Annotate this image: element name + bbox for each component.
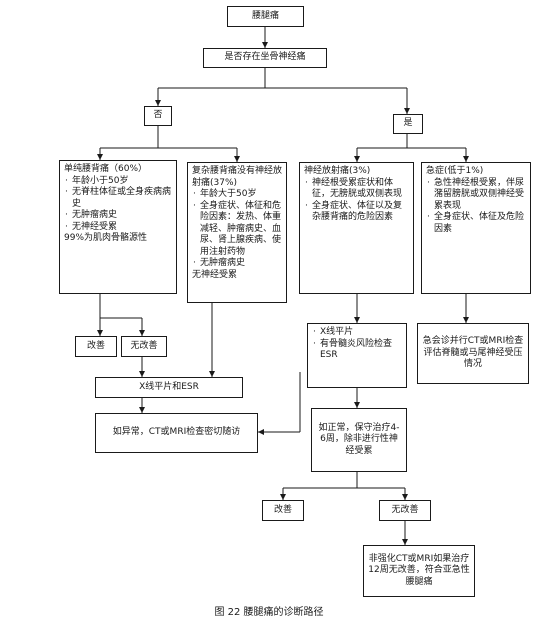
- node-simple-item: 无肿瘤病史: [64, 210, 172, 222]
- arrowhead: [463, 156, 469, 162]
- node-complex-list: 年龄大于50岁 全身症状、体征和危险因素：发热、体重减轻、肿瘤病史、血尿、肾上腺…: [192, 189, 282, 270]
- node-xray-mid-list: X线平片 有骨髓炎风险检查ESR: [312, 327, 402, 362]
- arrowhead: [139, 371, 145, 377]
- node-no: 否: [144, 106, 172, 126]
- arrowhead: [354, 317, 360, 323]
- node-yes-label: 是: [403, 118, 413, 129]
- arrowhead: [402, 494, 408, 500]
- node-complex-back-pain: 复杂腰背痛没有神经放射痛(37%) 年龄大于50岁 全身症状、体征和危险因素：发…: [187, 162, 287, 303]
- node-final-ct-mri: 非强化CT或MRI如果治疗12周无改善，符合亚急性腰腿痛: [363, 545, 475, 597]
- node-radicular-pain: 神经放射痛(3%) 神经根受累症状和体征，无膀胱或双侧表现 全身症状、体征以及复…: [299, 162, 414, 294]
- node-emergency-list: 急性神经根受累，伴尿潴留膀胱或双侧神经受累表现 全身症状、体征及危险因素: [426, 178, 526, 236]
- node-xray-mid-item: 有骨髓炎风险检查ESR: [312, 339, 402, 362]
- arrowhead: [139, 407, 145, 413]
- node-yes: 是: [393, 114, 423, 134]
- node-root: 腰腿痛: [227, 6, 304, 27]
- node-no-improve-left-label: 无改善: [130, 340, 158, 351]
- node-sciatica-question-label: 是否存在坐骨神经痛: [224, 52, 306, 63]
- node-simple-item: 无神经受累: [64, 222, 172, 234]
- node-radicular-list: 神经根受累症状和体征，无膀胱或双侧表现 全身症状、体征以及复杂腰背痛的危险因素: [304, 178, 409, 224]
- arrowhead: [262, 42, 268, 48]
- node-complex-item: 无肿瘤病史: [192, 258, 282, 270]
- arrowhead: [209, 371, 215, 377]
- node-radicular-title: 神经放射痛(3%): [304, 166, 371, 176]
- node-no-improve-right-label: 无改善: [391, 504, 419, 515]
- arrowhead: [402, 539, 408, 545]
- node-root-label: 腰腿痛: [251, 10, 279, 21]
- node-final-label: 非强化CT或MRI如果治疗12周无改善，符合亚急性腰腿痛: [368, 553, 470, 587]
- arrowhead: [463, 317, 469, 323]
- node-xray-mid-item: X线平片: [312, 327, 402, 339]
- node-emergency-title: 急症(低于1%): [426, 166, 484, 176]
- node-simple-list: 年龄小于50岁 无脊柱体征或全身疾病病史 无肿瘤病史 无神经受累: [64, 176, 172, 234]
- node-no-improve-left: 无改善: [121, 336, 167, 357]
- arrowhead: [97, 330, 103, 336]
- arrowhead: [354, 402, 360, 408]
- node-radicular-item: 全身症状、体征以及复杂腰背痛的危险因素: [304, 201, 409, 224]
- node-simple-item: 年龄小于50岁: [64, 176, 172, 188]
- node-abnormal-label: 如异常，CT或MRI检查密切随访: [112, 427, 241, 438]
- node-no-label: 否: [153, 110, 163, 121]
- node-complex-title: 复杂腰背痛没有神经放射痛(37%): [192, 166, 283, 188]
- node-complex-foot: 无神经受累: [192, 269, 238, 280]
- arrowhead: [155, 100, 161, 106]
- arrowhead: [139, 330, 145, 336]
- arrowhead: [280, 494, 286, 500]
- node-improve-right-label: 改善: [273, 504, 292, 515]
- node-conservative-treatment: 如正常，保守治疗4-6周，除非进行性神经受累: [311, 408, 407, 472]
- node-improve-right: 改善: [262, 500, 304, 521]
- node-sciatica-question: 是否存在坐骨神经痛: [203, 48, 327, 68]
- arrowhead: [404, 108, 410, 114]
- node-emergency-item: 急性神经根受累，伴尿潴留膀胱或双侧神经受累表现: [426, 178, 526, 213]
- node-simple-foot: 99%为肌肉骨骼源性: [64, 233, 148, 243]
- node-xray-mid: X线平片 有骨髓炎风险检查ESR: [307, 323, 407, 388]
- node-radicular-item: 神经根受累症状和体征，无膀胱或双侧表现: [304, 178, 409, 201]
- node-no-improve-right: 无改善: [379, 500, 431, 521]
- node-simple-item: 无脊柱体征或全身疾病病史: [64, 187, 172, 210]
- arrowhead: [258, 429, 264, 435]
- node-simple-back-pain: 单纯腰背痛（60%） 年龄小于50岁 无脊柱体征或全身疾病病史 无肿瘤病史 无神…: [59, 160, 177, 294]
- node-emergency-ct-label: 急会诊并行CT或MRI检查评估脊髓或马尾神经受压情况: [422, 336, 524, 370]
- node-xray-esr-left-label: X线平片和ESR: [139, 381, 199, 392]
- node-improve-left: 改善: [75, 336, 117, 357]
- node-improve-left-label: 改善: [86, 340, 105, 351]
- arrowhead: [354, 156, 360, 162]
- node-complex-item: 全身症状、体征和危险因素：发热、体重减轻、肿瘤病史、血尿、肾上腺疾病、使用注射药…: [192, 201, 282, 259]
- figure-caption: 图 22 腰腿痛的诊断路径: [214, 607, 324, 618]
- node-simple-title: 单纯腰背痛（60%）: [64, 164, 148, 174]
- node-emergency-item: 全身症状、体征及危险因素: [426, 212, 526, 235]
- node-conservative-label: 如正常，保守治疗4-6周，除非进行性神经受累: [318, 422, 400, 456]
- node-complex-item: 年龄大于50岁: [192, 189, 282, 201]
- node-abnormal-ct-mri: 如异常，CT或MRI检查密切随访: [95, 413, 258, 453]
- node-xray-esr-left: X线平片和ESR: [95, 377, 243, 398]
- arrowhead: [97, 154, 103, 160]
- arrowhead: [234, 156, 240, 162]
- node-emergency-ct-mri: 急会诊并行CT或MRI检查评估脊髓或马尾神经受压情况: [417, 323, 529, 384]
- node-emergency: 急症(低于1%) 急性神经根受累，伴尿潴留膀胱或双侧神经受累表现 全身症状、体征…: [421, 162, 531, 294]
